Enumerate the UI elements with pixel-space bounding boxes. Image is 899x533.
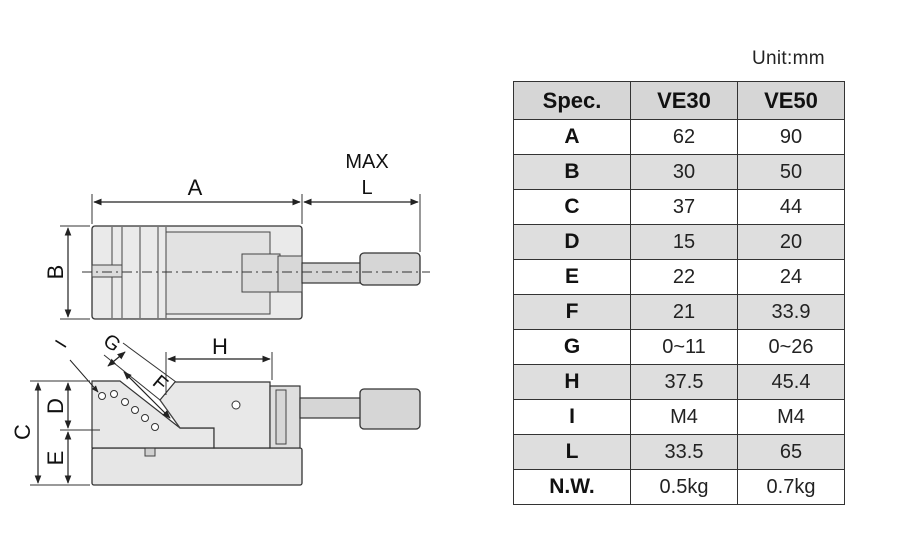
row-label: E: [513, 259, 631, 295]
table-row: G 0~11 0~26: [513, 329, 845, 365]
label-g: G: [99, 330, 125, 357]
cell-ve30: 30: [630, 154, 738, 190]
label-c: C: [10, 424, 35, 440]
header-spec: Spec.: [513, 81, 631, 120]
row-label: N.W.: [513, 469, 631, 505]
vise-technical-drawing: A MAX L B H G F: [10, 151, 430, 486]
side-view-screw: [299, 397, 363, 419]
spec-table-header: Spec. VE30 VE50: [513, 81, 845, 120]
top-view-handle: [359, 252, 421, 286]
row-label: I: [513, 399, 631, 435]
cell-ve30: 33.5: [630, 434, 738, 470]
label-max: MAX: [345, 151, 388, 173]
cell-ve30: 37: [630, 189, 738, 225]
cell-ve50: 0~26: [737, 329, 845, 365]
row-label: D: [513, 224, 631, 260]
cell-ve50: 20: [737, 224, 845, 260]
side-view-movable-jaw: [159, 381, 271, 449]
cell-ve50: 24: [737, 259, 845, 295]
cell-ve30: 15: [630, 224, 738, 260]
row-label: F: [513, 294, 631, 330]
table-row: L 33.5 65: [513, 434, 845, 470]
table-row: D 15 20: [513, 224, 845, 260]
header-ve30: VE30: [630, 81, 738, 120]
label-b: B: [43, 265, 68, 280]
cell-ve30: 0~11: [630, 329, 738, 365]
cell-ve50: M4: [737, 399, 845, 435]
top-view: [82, 225, 430, 320]
side-view: [91, 380, 421, 486]
top-view-screw: [301, 262, 363, 284]
cell-ve50: 50: [737, 154, 845, 190]
table-row: B 30 50: [513, 154, 845, 190]
side-view-base: [91, 447, 303, 486]
dimension-g-line: [107, 351, 126, 367]
label-h: H: [212, 334, 228, 359]
cell-ve30: 21: [630, 294, 738, 330]
table-row: C 37 44: [513, 189, 845, 225]
dimension-f-line: [123, 371, 171, 419]
row-label: G: [513, 329, 631, 365]
side-view-handle: [359, 388, 421, 430]
label-i: I: [51, 336, 71, 351]
table-row: I M4 M4: [513, 399, 845, 435]
header-ve50: VE50: [737, 81, 845, 120]
row-label: H: [513, 364, 631, 400]
cell-ve50: 33.9: [737, 294, 845, 330]
table-row: E 22 24: [513, 259, 845, 295]
leader-i: [69, 359, 99, 393]
cell-ve50: 0.7kg: [737, 469, 845, 505]
spec-table: Spec. VE30 VE50 A 62 90 B 30 50 C 37 44 …: [513, 81, 845, 505]
cell-ve30: 22: [630, 259, 738, 295]
table-row: F 21 33.9: [513, 294, 845, 330]
label-e: E: [43, 451, 68, 466]
label-d: D: [43, 398, 68, 414]
row-label: B: [513, 154, 631, 190]
cell-ve30: 37.5: [630, 364, 738, 400]
cell-ve50: 90: [737, 119, 845, 155]
table-row: A 62 90: [513, 119, 845, 155]
cell-ve30: 0.5kg: [630, 469, 738, 505]
cell-ve50: 65: [737, 434, 845, 470]
label-l: L: [361, 177, 372, 199]
row-label: L: [513, 434, 631, 470]
cell-ve30: M4: [630, 399, 738, 435]
label-a: A: [188, 175, 203, 200]
row-label: C: [513, 189, 631, 225]
cell-ve30: 62: [630, 119, 738, 155]
table-row: N.W. 0.5kg 0.7kg: [513, 469, 845, 505]
cell-ve50: 45.4: [737, 364, 845, 400]
unit-label: Unit:mm: [752, 48, 825, 69]
row-label: A: [513, 119, 631, 155]
cell-ve50: 44: [737, 189, 845, 225]
table-row: H 37.5 45.4: [513, 364, 845, 400]
